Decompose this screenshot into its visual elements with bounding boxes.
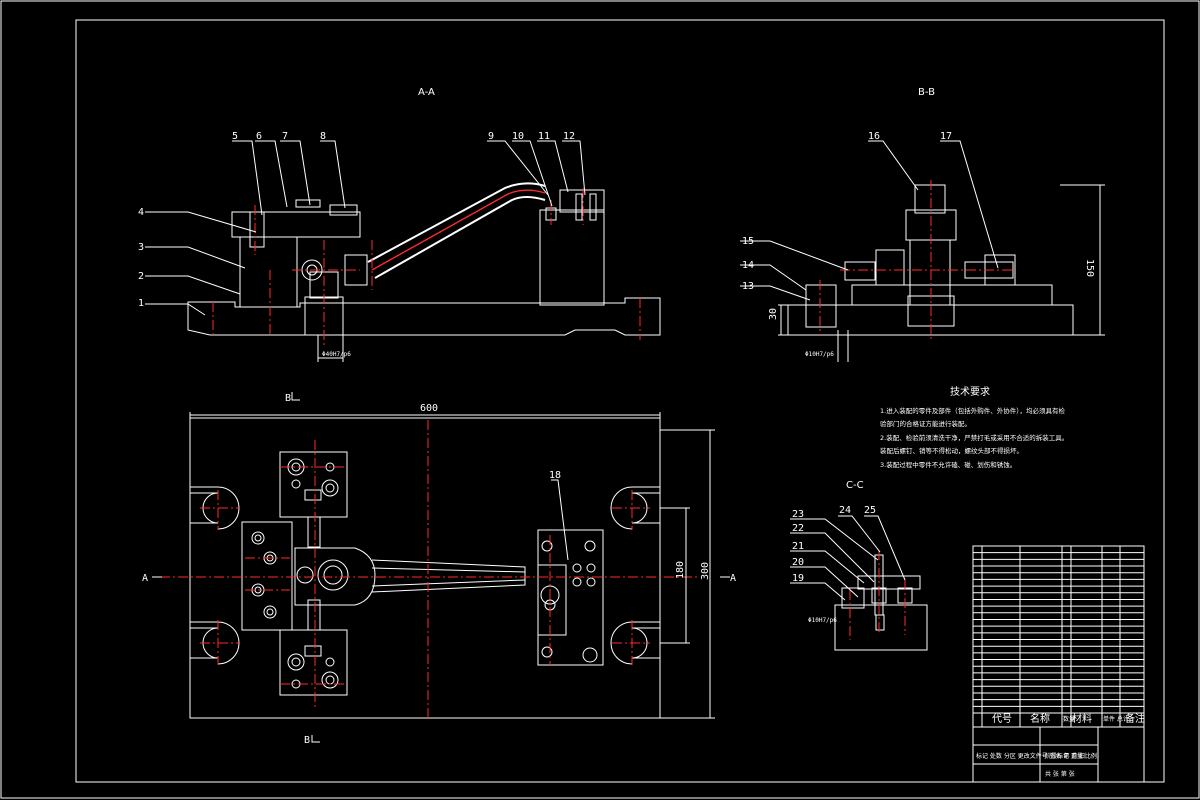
tech-requirements-title: 技术要求: [950, 385, 990, 398]
dim-fit-3: Φ10H7/p6: [808, 617, 837, 624]
tech-line-3: 2.装配、检验前须清洗干净，严禁打毛或采用不合适的拆装工具。: [880, 433, 1068, 442]
tech-line-4: 装配后螺钉、销等不得松动，螺纹头部不得损坏。: [880, 446, 1023, 455]
section-marker-a-right: A: [730, 573, 736, 584]
dim-height-30: 30: [768, 308, 779, 320]
part-number-22: 22: [792, 523, 804, 534]
tech-line-1: 1.进入装配的零件及部件（包括外购件、外协件），均必须具有检: [880, 406, 1065, 415]
part-number-16: 16: [868, 131, 880, 142]
view-bb: B-B 150 30 Φ10H7/p6 16 17 15: [740, 87, 1105, 362]
dim-length-600: 600: [420, 403, 438, 414]
part-number-1: 1: [138, 298, 144, 309]
view-label-bb: B-B: [918, 87, 935, 98]
title-row-1: 标记 处数 分区 更改文件号 签名 年 月 日: [976, 752, 1085, 760]
part-number-14: 14: [742, 260, 754, 271]
view-aa: A-A Φ4: [138, 87, 661, 362]
part-number-9: 9: [488, 131, 494, 142]
view-label-cc: C-C: [846, 480, 864, 491]
part-number-18: 18: [549, 470, 561, 481]
view-plan: 600 180 300 A A B B 18: [142, 392, 736, 746]
dim-fit-2: Φ10H7/p6: [805, 351, 834, 358]
part-number-4: 4: [138, 207, 144, 218]
part-number-17: 17: [940, 131, 952, 142]
part-number-8: 8: [320, 131, 326, 142]
part-number-20: 20: [792, 557, 804, 568]
part-number-12: 12: [563, 131, 575, 142]
dim-width-300: 300: [700, 562, 711, 580]
bom-header: 代号 名称 数量 材料 单件 总计 备注: [992, 712, 1145, 725]
bom-header-code: 代号: [992, 713, 1012, 725]
bom-header-material: 材料: [1072, 712, 1092, 725]
bom-header-qty: 数量: [1063, 715, 1075, 723]
inner-border: [75, 19, 1165, 783]
dim-width-180: 180: [675, 561, 686, 579]
bom-table: [972, 545, 1145, 728]
bom-header-remark: 备注: [1125, 712, 1145, 725]
part-number-24: 24: [839, 505, 851, 516]
part-number-2: 2: [138, 271, 144, 282]
section-marker-a-left: A: [142, 573, 148, 584]
part-number-6: 6: [256, 131, 262, 142]
section-marker-b-top: B: [285, 393, 291, 404]
title-row-2: 阶段标记 重量 比例: [1045, 752, 1097, 760]
part-number-15: 15: [742, 236, 754, 247]
part-number-3: 3: [138, 242, 144, 253]
part-number-25: 25: [864, 505, 876, 516]
title-block: 标记 处数 分区 更改文件号 签名 年 月 日 阶段标记 重量 比例 共 张 第…: [972, 726, 1145, 783]
bom-header-weight: 单件 总计: [1103, 715, 1129, 723]
part-number-13: 13: [742, 281, 754, 292]
part-number-21: 21: [792, 541, 804, 552]
part-number-11: 11: [538, 131, 550, 142]
tech-line-5: 3.装配过程中零件不允许磕、碰、划伤和锈蚀。: [880, 460, 1016, 469]
part-number-5: 5: [232, 131, 238, 142]
part-number-23: 23: [792, 509, 804, 520]
view-label-aa: A-A: [418, 87, 435, 98]
title-row-3: 共 张 第 张: [1045, 770, 1075, 778]
part-number-19: 19: [792, 573, 804, 584]
dim-fit-1: Φ40H7/p6: [322, 351, 351, 358]
section-marker-b-bottom: B: [304, 735, 310, 746]
view-cc: C-C 23 22 21 20 19 24 25 Φ10H7/p6: [790, 480, 928, 651]
part-number-7: 7: [282, 131, 288, 142]
leaders-aa: [145, 140, 586, 316]
tech-line-2: 验部门的合格证方能进行装配。: [880, 419, 971, 428]
part-number-10: 10: [512, 131, 524, 142]
tech-requirements: 技术要求 1.进入装配的零件及部件（包括外购件、外协件），均必须具有检 验部门的…: [880, 385, 1068, 469]
dim-height-150: 150: [1084, 259, 1095, 277]
bom-header-name: 名称: [1030, 712, 1050, 725]
